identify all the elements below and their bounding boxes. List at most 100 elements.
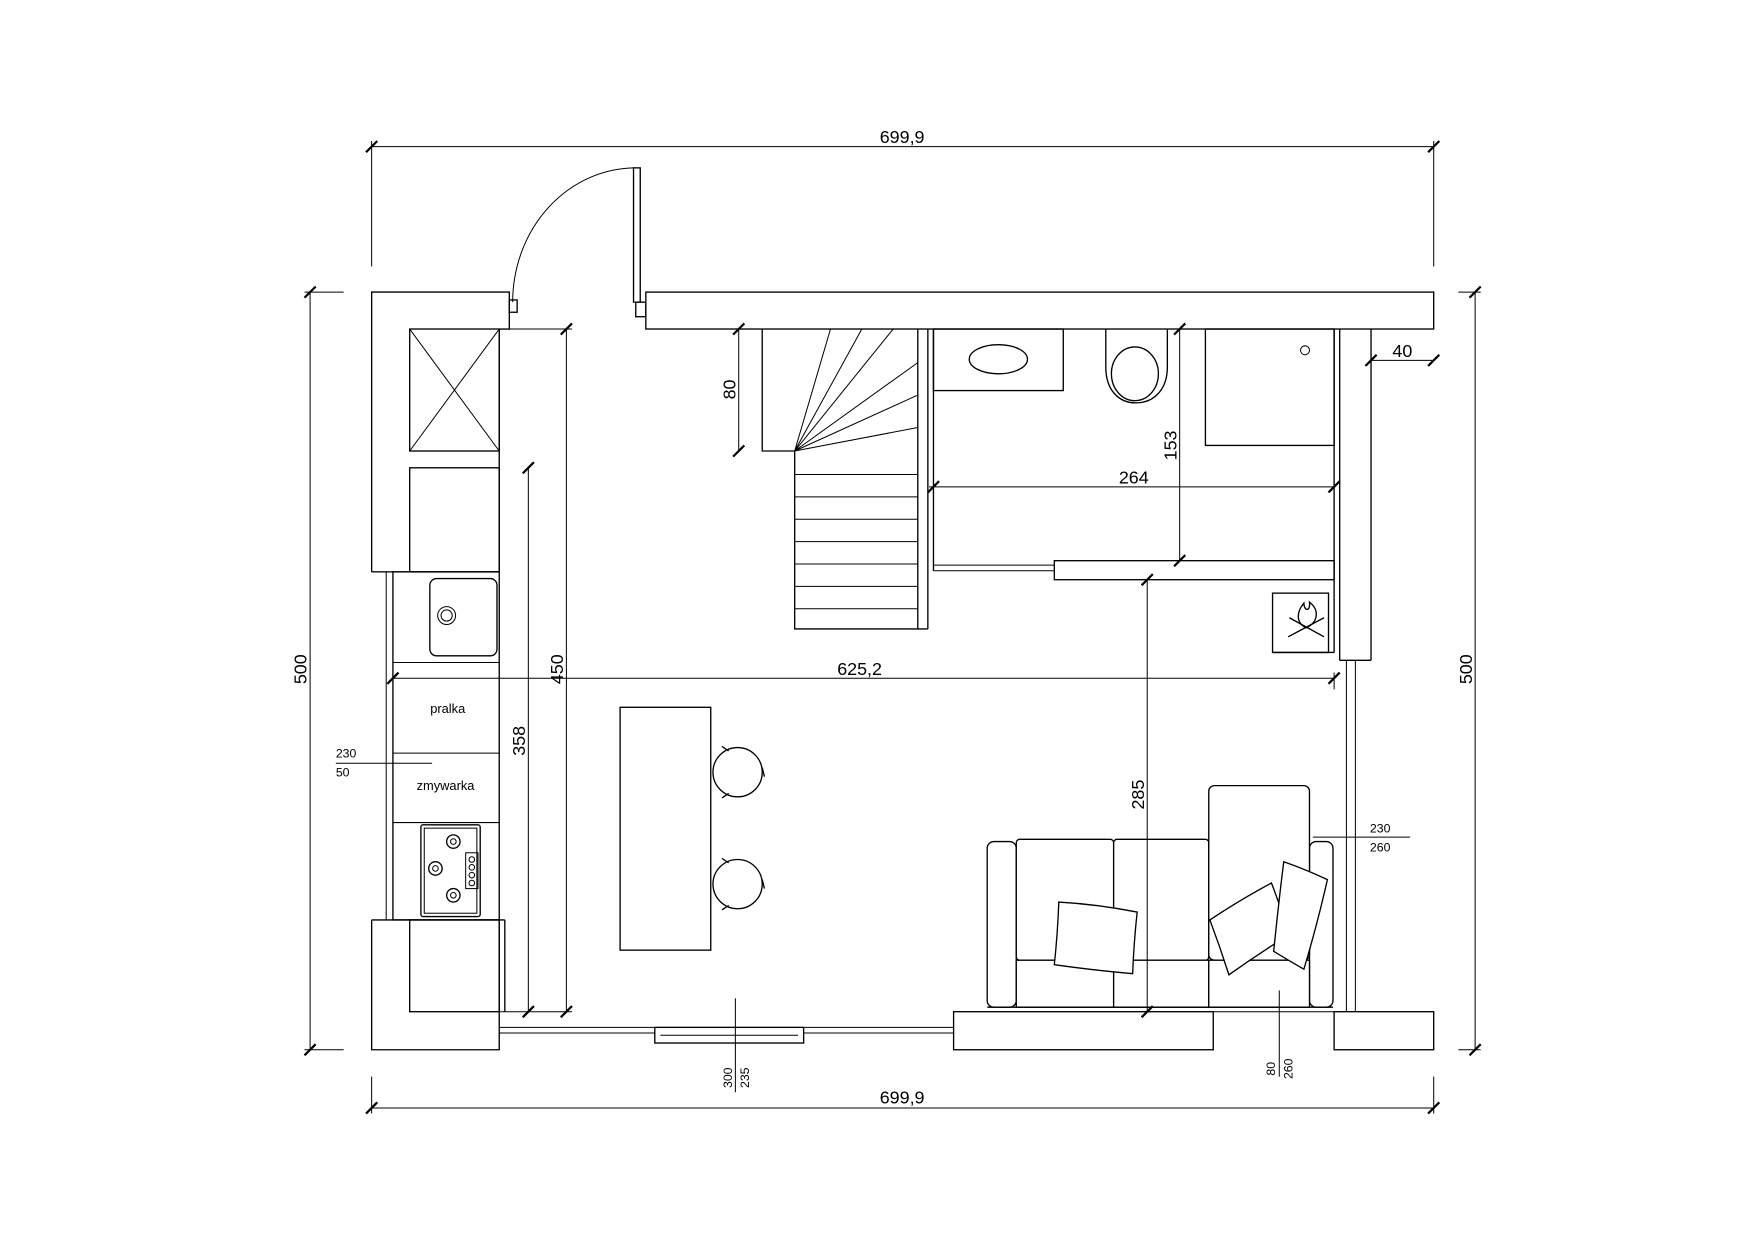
- window-right: [1345, 660, 1356, 1012]
- sink-drain-inner: [440, 609, 453, 622]
- burner-icon-inner: [432, 865, 439, 872]
- note-lower: 50: [336, 766, 350, 780]
- note-right-window: 230 260: [1312, 822, 1411, 855]
- dimension-cabinet: 358: [509, 461, 535, 1019]
- dining-area: [619, 706, 766, 951]
- dimension-ticks: [521, 461, 535, 1019]
- note-bottom-window: 80 260: [1264, 990, 1296, 1079]
- toilet-bowl: [1110, 346, 1160, 402]
- wall-bottom-middle: [952, 1011, 1214, 1051]
- dimension-text: 285: [1128, 780, 1148, 810]
- dimension-ticks: [1468, 285, 1482, 1057]
- cooktop: [420, 824, 481, 918]
- dimension-text: 625,2: [837, 659, 882, 679]
- dimension-text: 699,9: [880, 127, 925, 147]
- dimension-living: 285: [1128, 573, 1154, 1019]
- dimension-ticks: [1364, 353, 1441, 367]
- dimension-text: 500: [291, 654, 311, 684]
- sofa-arm-left: [986, 840, 1017, 1008]
- note-upper: 300: [721, 1067, 735, 1088]
- burner-icon: [428, 861, 443, 876]
- washbasin-counter: [932, 328, 1064, 392]
- washbasin-icon: [968, 344, 1029, 375]
- wall-bottom-right: [1333, 1011, 1435, 1051]
- dimension-text: 450: [547, 654, 567, 684]
- dimension-bathroom-width: 264: [927, 467, 1341, 494]
- dimension-interior: 625,2: [386, 659, 1341, 690]
- burner-icon: [445, 887, 461, 903]
- dimension-ticks: [365, 1101, 1441, 1115]
- note-upper: 230: [1370, 822, 1391, 836]
- dimension-wall: 40: [1364, 341, 1441, 367]
- dimension-ticks: [303, 285, 317, 1057]
- door-jamb-left: [508, 299, 518, 313]
- dimension-kitchen: 450: [499, 322, 573, 1019]
- dimension-right: 500: [1456, 285, 1482, 1057]
- dimension-line: [1458, 291, 1481, 1051]
- staircase: [761, 328, 929, 630]
- dimension-text: 264: [1119, 467, 1149, 487]
- door-swing-arc: [512, 167, 636, 303]
- knob-icon: [468, 879, 476, 887]
- washer-label: pralka: [430, 701, 466, 716]
- dishwasher-label: zmywarka: [417, 778, 476, 793]
- dining-table: [619, 706, 712, 951]
- note-kitchen-window: 230 50: [335, 747, 433, 780]
- wall-right: [1333, 329, 1372, 661]
- burner-icon-inner: [450, 838, 457, 845]
- sofa-seat-cushion: [1208, 959, 1311, 1008]
- dimension-ticks: [559, 322, 573, 1019]
- shower-tray: [1204, 328, 1335, 447]
- dimension-bottom: 699,9: [365, 1076, 1441, 1115]
- chair-legs: [721, 745, 766, 799]
- dimension-line: [392, 672, 1335, 690]
- dimension-line: [371, 141, 1435, 267]
- fridge: [409, 328, 500, 452]
- shower-drain-icon: [1300, 345, 1310, 356]
- sink: [429, 577, 498, 657]
- note-lower: 260: [1282, 1058, 1296, 1079]
- dimension-text: 153: [1160, 430, 1180, 460]
- dimension-ticks: [1140, 573, 1154, 1019]
- dimension-ticks: [732, 322, 746, 458]
- dimension-ticks: [927, 480, 1341, 494]
- counter-dividers: [392, 662, 500, 824]
- flame-icon: [1297, 600, 1317, 629]
- knob-panel: [465, 852, 479, 890]
- note-upper: 80: [1264, 1062, 1278, 1076]
- dimension-left: 500: [291, 285, 344, 1057]
- burner-icon-inner: [450, 892, 457, 899]
- sofa: [986, 784, 1334, 1008]
- sink-drain-icon: [437, 606, 457, 625]
- balcony-door-sill: [654, 1026, 805, 1044]
- dimension-top: 699,9: [365, 127, 1441, 267]
- stair-winders: [794, 328, 919, 452]
- dimension-ticks: [365, 140, 1441, 153]
- dimension-ticks: [386, 671, 1341, 685]
- stair-steps: [794, 474, 918, 610]
- dimension-text: 40: [1392, 341, 1412, 361]
- dimension-line: [499, 328, 572, 1013]
- window-bottom-middle: [803, 1026, 954, 1034]
- bathroom: [932, 328, 1335, 581]
- fireplace-box: [1271, 592, 1330, 654]
- fireplace: [1271, 592, 1335, 654]
- knob-icon: [468, 864, 476, 871]
- kitchen: pralka zmywarka: [371, 328, 500, 1013]
- entrance-door: [508, 167, 647, 318]
- chair-legs: [721, 857, 766, 911]
- chair-icon: [712, 746, 763, 798]
- dimension-text: 500: [1456, 654, 1476, 684]
- burner-icon: [445, 834, 461, 849]
- dimension-text: 699,9: [880, 1087, 925, 1107]
- cooktop-frame: [420, 824, 481, 918]
- wall-top-left: [370, 291, 510, 572]
- bathroom-wall-bottom: [1053, 560, 1335, 581]
- dimension-ticks: [1173, 322, 1187, 568]
- fridge-cross: [409, 328, 500, 452]
- chair-icon: [712, 858, 763, 910]
- dimension-text: 358: [509, 726, 529, 756]
- sofa-pillow: [1053, 901, 1138, 975]
